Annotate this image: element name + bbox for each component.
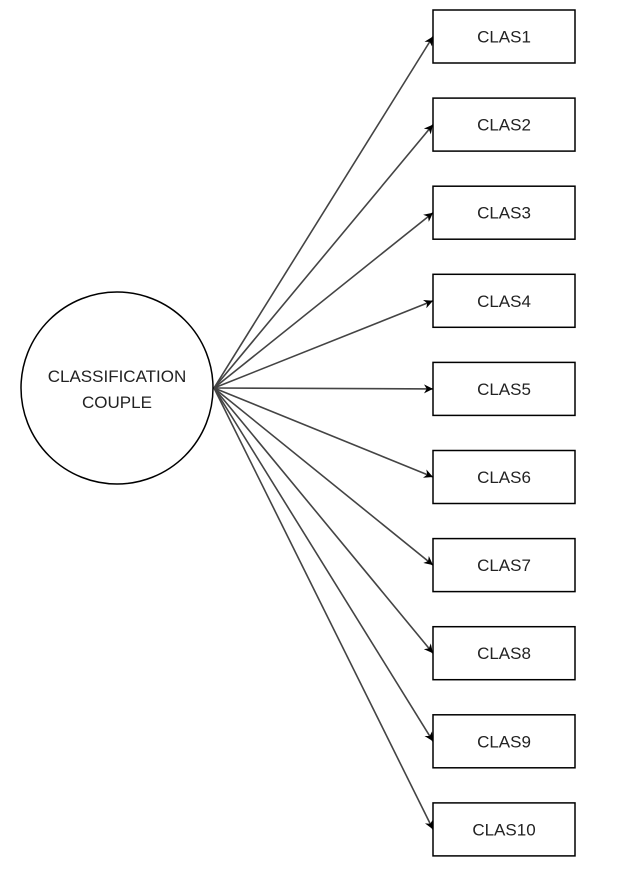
- target-label: CLAS1: [477, 28, 531, 47]
- target-node-c6[interactable]: CLAS6: [432, 449, 576, 505]
- source-label-line-1: CLASSIFICATION: [48, 367, 187, 386]
- edge-to-c5: [213, 384, 434, 394]
- target-box: [432, 449, 576, 505]
- target-label: CLAS2: [477, 116, 531, 135]
- edge-to-c10: [213, 387, 434, 830]
- target-box: [432, 185, 576, 240]
- target-label: CLAS7: [477, 556, 531, 575]
- edges-group: [213, 36, 434, 830]
- target-node-c4[interactable]: CLAS4: [432, 273, 576, 329]
- target-box: [432, 273, 576, 329]
- edge-to-c9: [213, 387, 434, 742]
- target-node-c9[interactable]: CLAS9: [432, 714, 576, 769]
- target-box: [432, 97, 576, 152]
- target-box: [432, 361, 576, 417]
- edge-to-c4: [213, 299, 434, 389]
- target-node-c10[interactable]: CLAS10: [432, 802, 576, 857]
- target-node-c5[interactable]: CLAS5: [432, 361, 576, 417]
- target-box: [432, 625, 576, 681]
- target-label: CLAS3: [477, 204, 531, 223]
- target-box: [432, 802, 576, 857]
- target-label: CLAS5: [477, 380, 531, 399]
- target-label: CLAS9: [477, 732, 531, 751]
- edge-to-c3: [213, 212, 434, 389]
- target-label: CLAS4: [477, 292, 531, 311]
- target-node-c1[interactable]: CLAS1: [432, 9, 576, 64]
- edge-to-c1: [213, 36, 434, 389]
- target-node-c3[interactable]: CLAS3: [432, 185, 576, 240]
- target-node-c8[interactable]: CLAS8: [432, 625, 576, 681]
- target-node-c2[interactable]: CLAS2: [432, 97, 576, 152]
- targets-group: CLAS1CLAS2CLAS3CLAS4CLAS5CLAS6CLAS7CLAS8…: [432, 9, 576, 857]
- target-box: [432, 9, 576, 64]
- edge-to-c8: [213, 387, 434, 654]
- target-label: CLAS10: [472, 820, 535, 839]
- edge-to-c7: [213, 387, 434, 566]
- target-box: [432, 714, 576, 769]
- target-label: CLAS8: [477, 644, 531, 663]
- source-label-line-2: COUPLE: [82, 393, 152, 412]
- target-label: CLAS6: [477, 468, 531, 487]
- target-node-c7[interactable]: CLAS7: [432, 537, 576, 593]
- source-node[interactable]: CLASSIFICATION COUPLE: [20, 291, 214, 485]
- edge-to-c2: [213, 124, 434, 389]
- target-box: [432, 537, 576, 593]
- edge-to-c6: [213, 387, 434, 478]
